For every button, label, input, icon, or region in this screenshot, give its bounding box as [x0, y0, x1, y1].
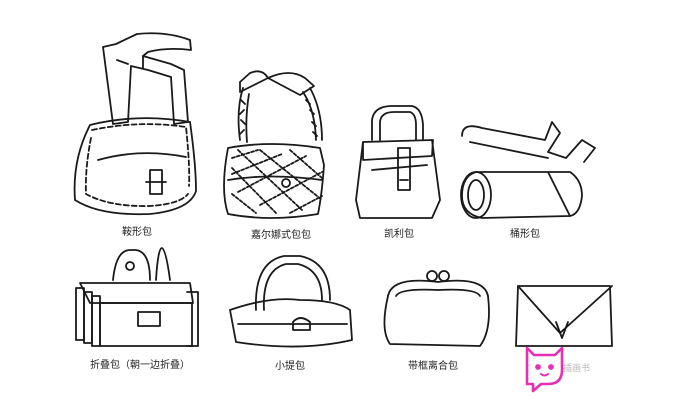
saddle-bag-illustration	[73, 32, 197, 216]
caption-kelly-bag: 凯利包	[384, 229, 414, 240]
kelly-bag-illustration	[355, 105, 441, 219]
chanel-style-bag-illustration	[223, 70, 325, 219]
caption-frame-clutch: 带框离合包	[408, 361, 458, 372]
cat-face-logo-icon	[525, 346, 564, 393]
caption-barrel-bag: 桶形包	[510, 229, 540, 240]
frame-clutch-illustration	[383, 270, 490, 347]
envelope-clutch-illustration	[515, 285, 613, 347]
barrel-bag-illustration	[460, 121, 596, 219]
caption-saddle-bag: 鞍形包	[122, 227, 152, 238]
caption-chanel-style-bag: 嘉尔娜式包包	[251, 230, 311, 241]
small-handbag-illustration	[229, 255, 353, 348]
folding-bag-illustration	[75, 247, 199, 347]
caption-small-handbag: 小提包	[275, 361, 305, 372]
watermark-text: 插画书	[563, 364, 591, 374]
caption-folding-bag: 折叠包（朝一边折叠）	[90, 360, 190, 371]
